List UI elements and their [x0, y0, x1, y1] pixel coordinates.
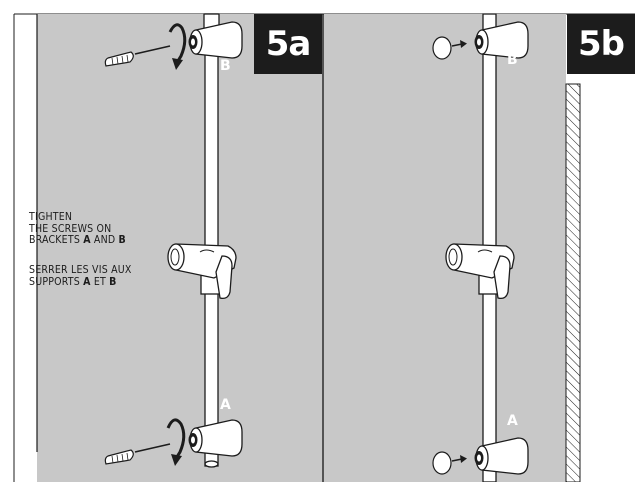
instruction-french: SERRER LES VIS AUX SUPPORTS A ET B	[29, 264, 132, 289]
screwdriver-bottom	[104, 443, 171, 465]
instruction-fr-conjunction: ET	[90, 275, 110, 288]
instruction-en-bracket-a: A	[83, 234, 91, 246]
bracket-letter-b-left: B	[220, 58, 231, 74]
slide-bar-left	[203, 13, 220, 468]
bracket-letter-a-right: A	[507, 413, 518, 429]
screwdriver-top	[104, 45, 171, 67]
instruction-en-line2: THE SCREWS ON	[29, 222, 112, 235]
slider-holder-right	[445, 243, 515, 300]
instruction-english: TIGHTEN THE SCREWS ON BRACKETS A AND B	[29, 211, 126, 247]
wall-section-hatch	[565, 83, 581, 482]
step-label-5b: 5b	[567, 14, 635, 74]
screw-cover-cap-top	[432, 36, 467, 60]
instruction-en-prefix: BRACKETS	[29, 234, 84, 246]
bracket-letter-b-right: B	[507, 52, 518, 68]
instruction-fr-line1: SERRER LES VIS AUX	[29, 264, 132, 276]
bracket-a-right	[474, 437, 529, 475]
rotation-arrow-bottom	[166, 418, 186, 466]
bracket-a-left	[188, 419, 243, 457]
instruction-fr-bracket-a: A	[83, 275, 91, 288]
bracket-letter-a-left: A	[220, 397, 231, 413]
wall-right	[324, 14, 566, 482]
instruction-en-line3: BRACKETS A AND B	[29, 234, 126, 247]
instruction-en-conjunction: AND	[90, 234, 119, 246]
instruction-fr-line2: SUPPORTS A ET B	[29, 275, 132, 289]
instruction-fr-prefix: SUPPORTS	[29, 275, 84, 288]
bracket-b-left	[188, 21, 243, 59]
rotation-arrow-top	[168, 23, 187, 70]
slider-holder-left	[167, 243, 237, 300]
instruction-en-line1: TIGHTEN	[29, 211, 73, 223]
bracket-b-right	[474, 21, 529, 59]
instruction-en-bracket-b: B	[118, 234, 126, 246]
instruction-fr-bracket-b: B	[109, 275, 117, 288]
step-label-5a: 5a	[254, 14, 322, 74]
screw-cover-cap-bottom	[432, 451, 467, 475]
